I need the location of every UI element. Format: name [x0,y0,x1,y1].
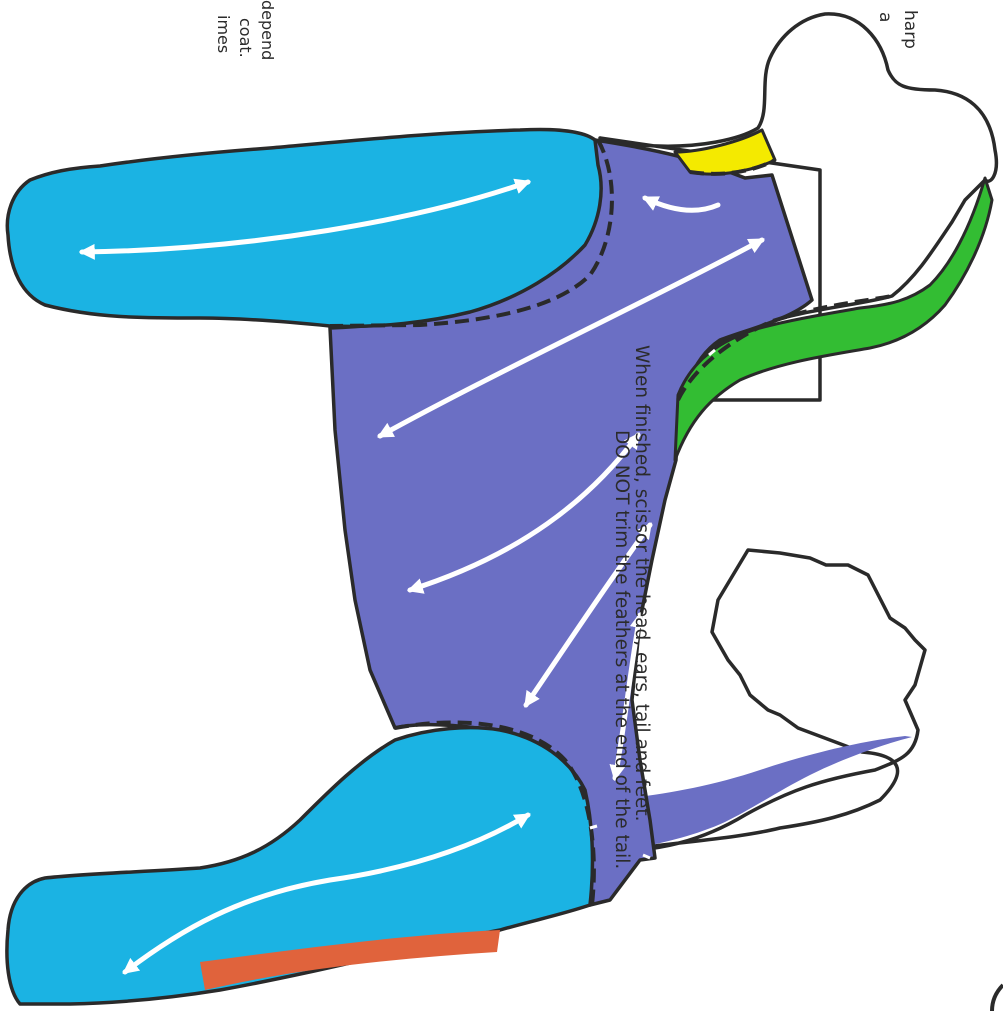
caption-line-2: DO NOT trim the feathers at the end of t… [611,430,632,869]
cut-text-left-1: depend [258,0,277,60]
cut-text-right: harp [900,10,920,49]
cut-text-right-1: harp [900,10,920,49]
caption-line-1: When finished, scissor the head, ears, t… [631,345,652,822]
cut-text-left-3: imes [214,15,233,53]
cut-text-left-c: imes [214,15,233,53]
cut-text-left-a: depend [258,0,277,60]
front-leg [7,129,601,326]
cut-text-left-2: coat. [236,18,255,58]
corner-fragment [992,985,1003,1011]
cut-text-right-2: a [875,12,895,22]
cut-text-right-b: a [875,12,895,22]
cut-text-left-b: coat. [236,18,255,58]
